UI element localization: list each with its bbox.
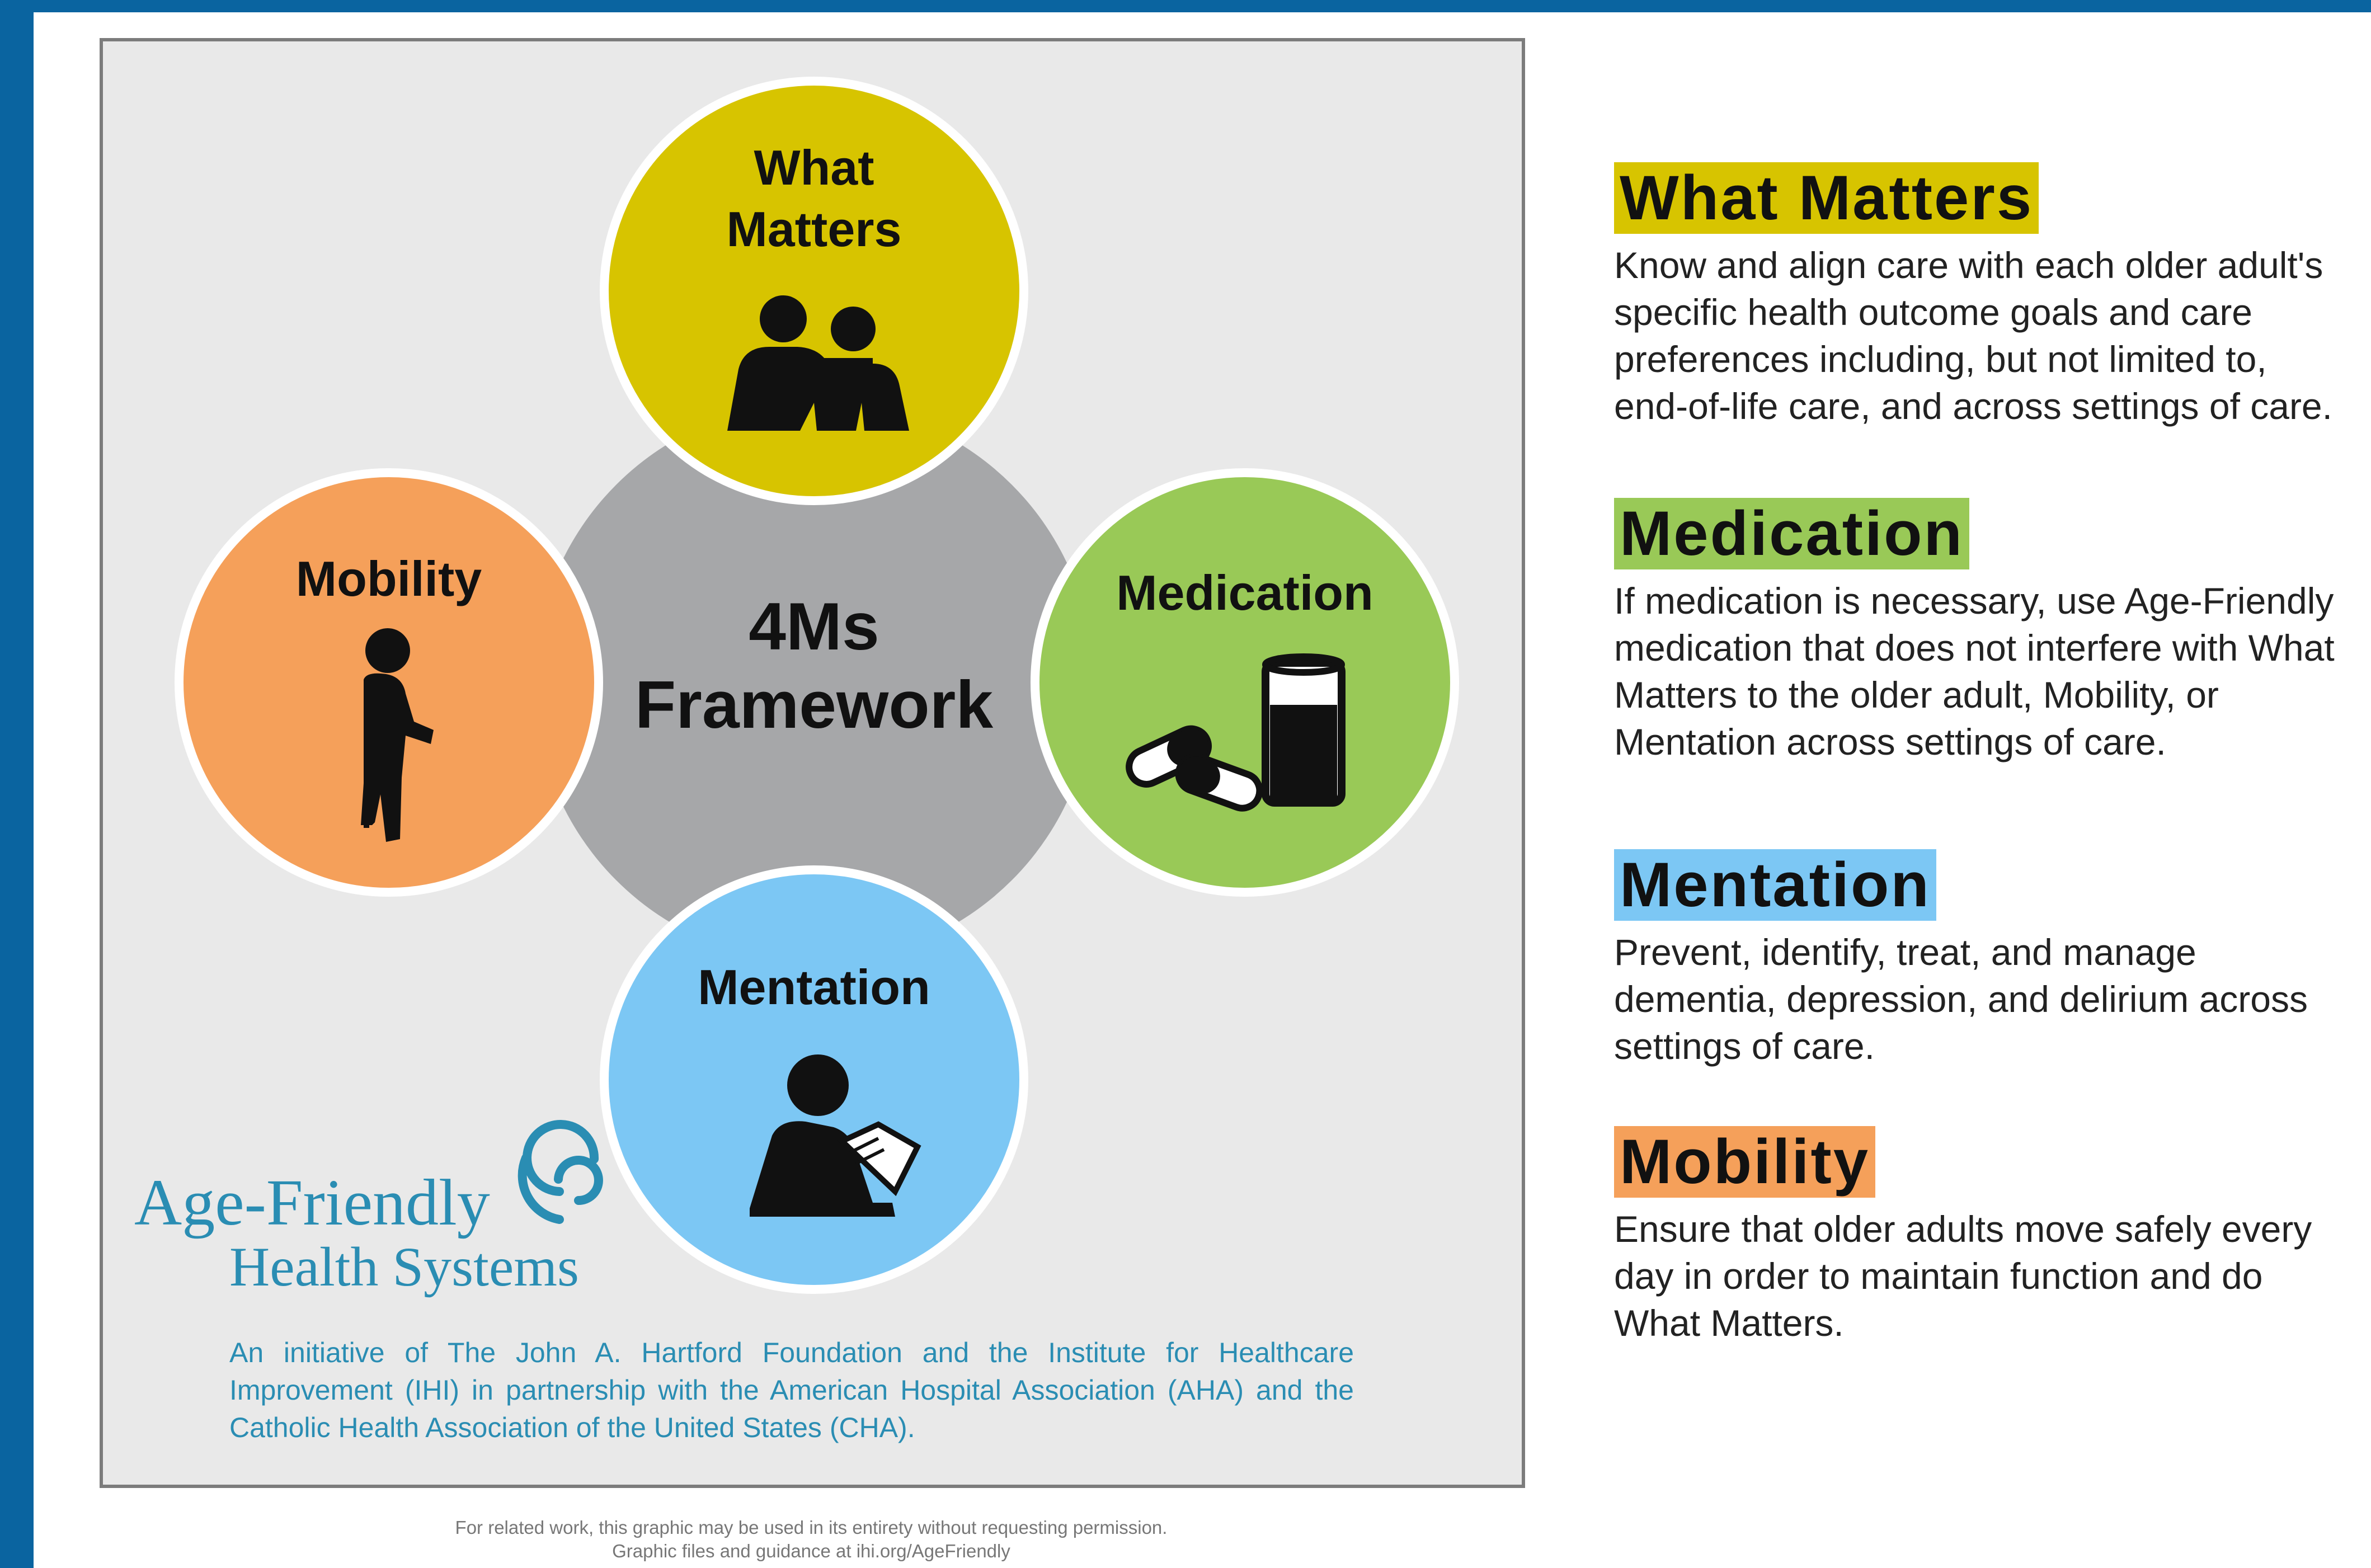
mentation-line: dementia, depression, and delirium acros… — [1614, 978, 2308, 1020]
left-border — [0, 0, 34, 1568]
mobility-line: What Matters. — [1614, 1302, 1844, 1344]
initiative-text: An initiative of The John A. Hartford Fo… — [229, 1337, 1354, 1443]
mobility-node-label: Mobility — [295, 551, 482, 606]
mobility-description: Ensure that older adults move safely eve… — [1614, 1206, 2371, 1346]
section-what-matters: What Matters Know and align care with ea… — [1614, 162, 2371, 430]
logo-subtitle: Health Systems — [229, 1236, 579, 1298]
what-matters-node-label: What Matters — [726, 140, 902, 257]
what-matters-line: end-of-life care, and across settings of… — [1614, 385, 2332, 427]
medication-line: If medication is necessary, use Age-Frie… — [1614, 580, 2334, 621]
mobility-heading: Mobility — [1614, 1126, 1876, 1198]
medication-line: Mentation across settings of care. — [1614, 721, 2166, 762]
permission-footer: For related work, this graphic may be us… — [336, 1516, 1287, 1563]
medication-heading: Medication — [1614, 498, 1969, 569]
mentation-heading: Mentation — [1614, 849, 1936, 921]
framework-title: 4Ms Framework — [599, 587, 1029, 744]
what-matters-line: specific health outcome goals and care — [1614, 291, 2253, 333]
mentation-node-label: Mentation — [698, 959, 930, 1015]
medication-node-label: Medication — [1116, 565, 1373, 620]
mobility-line: Ensure that older adults move safely eve… — [1614, 1208, 2312, 1250]
mentation-line: Prevent, identify, treat, and manage — [1614, 931, 2196, 973]
what-matters-description: Know and align care with each older adul… — [1614, 242, 2371, 430]
what-matters-line: Know and align care with each older adul… — [1614, 244, 2323, 286]
top-border — [0, 0, 2371, 12]
mobility-line: day in order to maintain function and do — [1614, 1255, 2263, 1297]
logo-name: Age-Friendly — [134, 1166, 490, 1239]
mentation-description: Prevent, identify, treat, and manage dem… — [1614, 929, 2371, 1070]
section-mentation: Mentation Prevent, identify, treat, and … — [1614, 849, 2371, 1070]
framework-title-line1: 4Ms — [749, 589, 879, 664]
footer-line1: For related work, this graphic may be us… — [455, 1517, 1168, 1538]
framework-title-line2: Framework — [634, 667, 994, 742]
what-matters-line: preferences including, but not limited t… — [1614, 338, 2267, 380]
mentation-line: settings of care. — [1614, 1025, 1875, 1067]
medication-description: If medication is necessary, use Age-Frie… — [1614, 577, 2371, 765]
medication-line: medication that does not interfere with … — [1614, 627, 2335, 668]
section-medication: Medication If medication is necessary, u… — [1614, 498, 2371, 765]
section-mobility: Mobility Ensure that older adults move s… — [1614, 1126, 2371, 1346]
what-matters-heading: What Matters — [1614, 162, 2039, 234]
medication-line: Matters to the older adult, Mobility, or — [1614, 674, 2219, 715]
footer-line2: Graphic files and guidance at ihi.org/Ag… — [612, 1541, 1010, 1561]
